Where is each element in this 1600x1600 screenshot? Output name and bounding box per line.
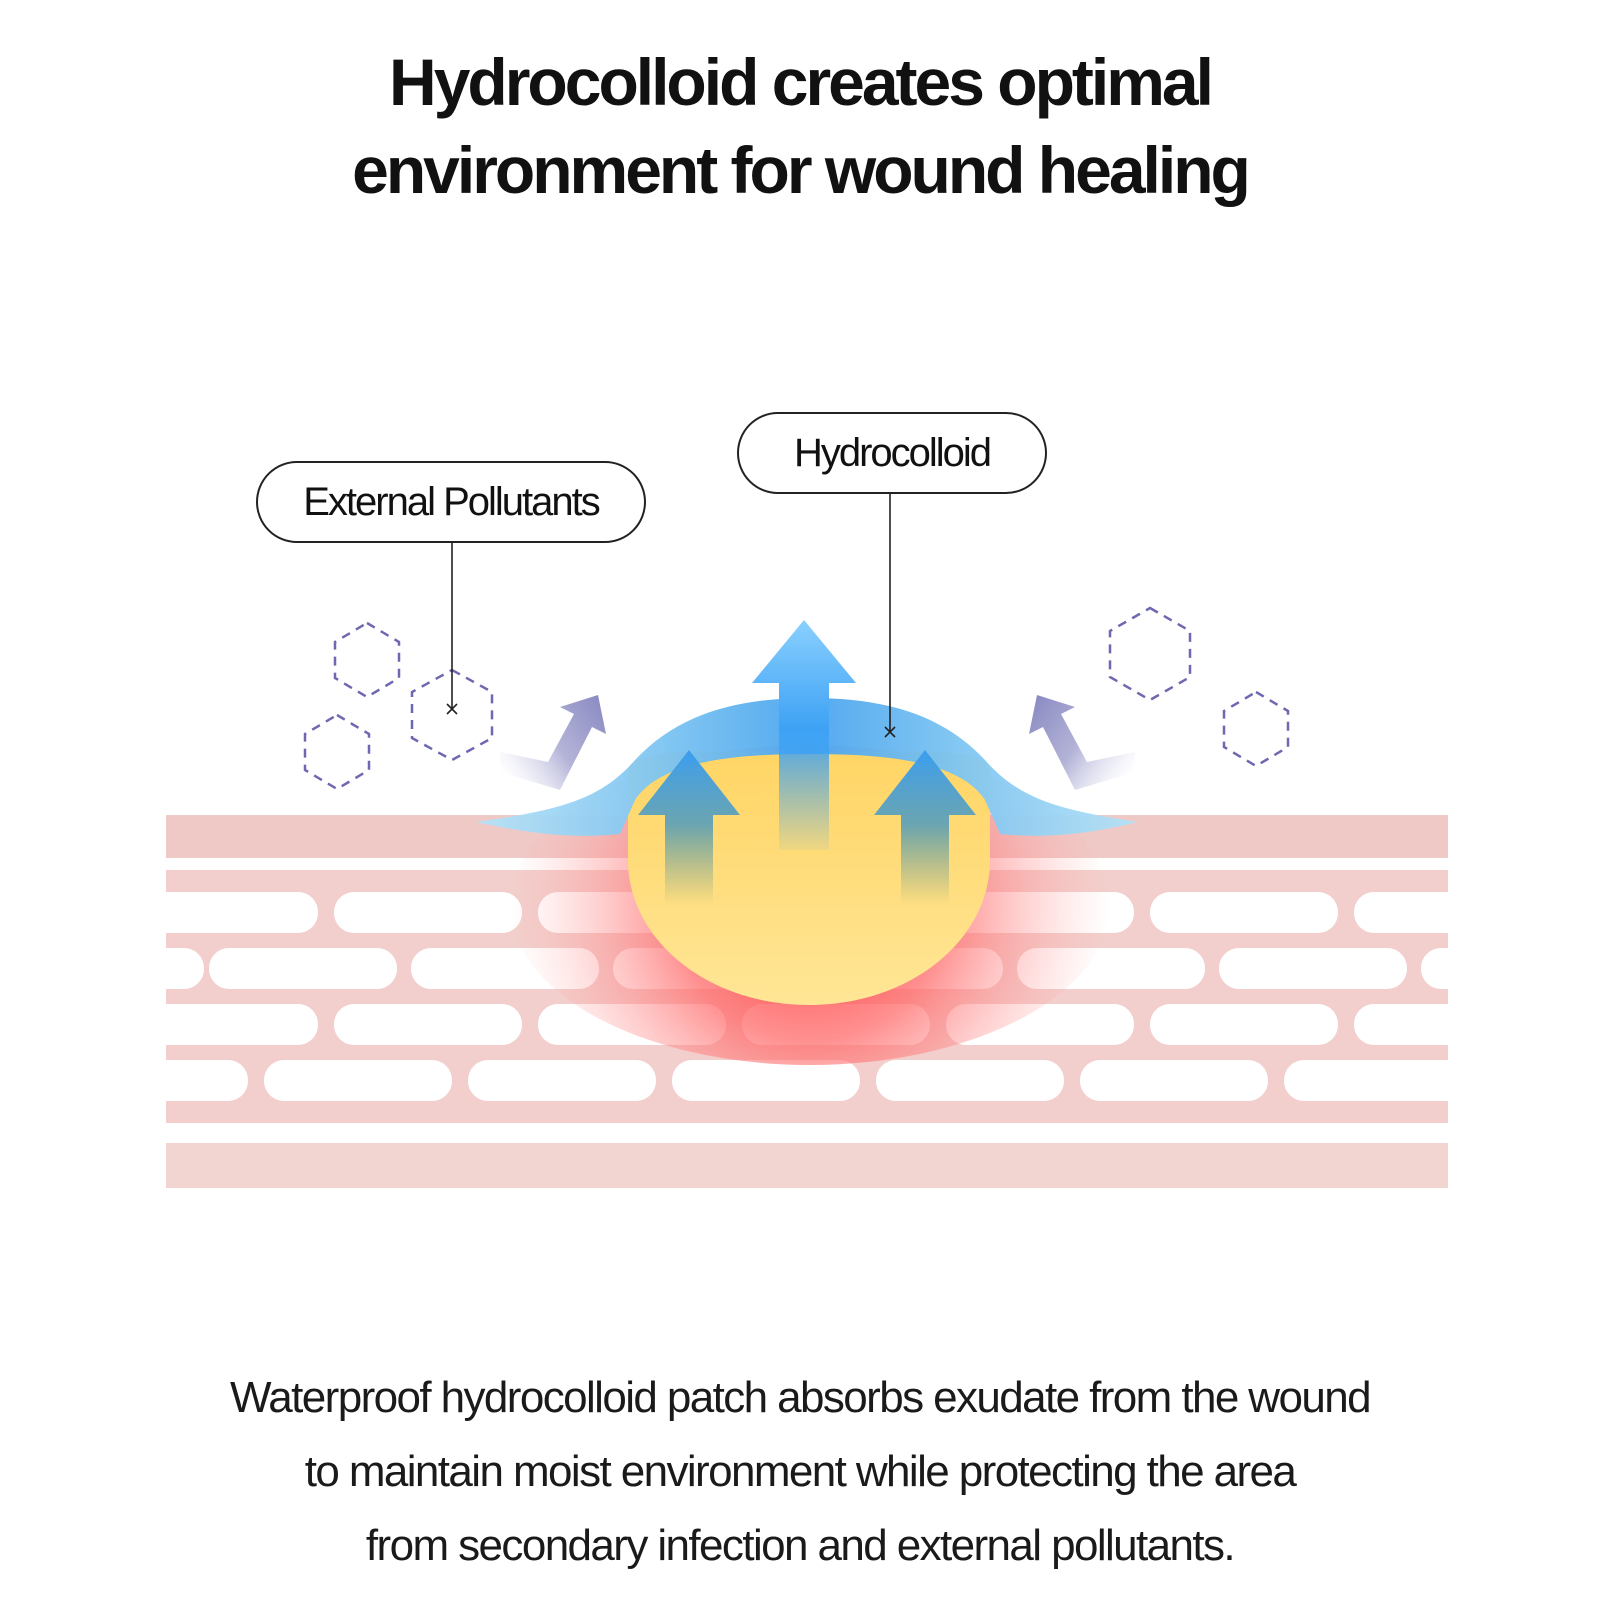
caption-line-2: to maintain moist environment while prot… — [304, 1447, 1297, 1496]
description-caption: Waterproof hydrocolloid patch absorbs ex… — [0, 1361, 1600, 1583]
external-pollutants-label: External Pollutants — [256, 461, 646, 543]
moisture-arrow-center — [752, 620, 856, 850]
absorb-arrow-left — [638, 750, 740, 905]
hydrocolloid-label: Hydrocolloid — [737, 412, 1047, 494]
page-title: Hydrocolloid creates optimal environment… — [0, 38, 1600, 214]
caption-line-3: from secondary infection and external po… — [365, 1521, 1236, 1570]
caption-line-1: Waterproof hydrocolloid patch absorbs ex… — [230, 1373, 1372, 1422]
skin-base-band — [166, 1143, 1448, 1188]
absorb-arrow-right — [874, 750, 976, 905]
pollutant-hexagon — [410, 668, 494, 762]
pollutant-hexagon — [1222, 690, 1290, 768]
pollutant-hexagon — [333, 621, 401, 699]
title-line-2: environment for wound healing — [352, 133, 1251, 207]
deflect-arrow-right — [1029, 695, 1135, 790]
deflect-arrow-left — [500, 695, 606, 790]
title-line-1: Hydrocolloid creates optimal — [389, 45, 1214, 119]
pollutants — [303, 606, 1290, 791]
pollutant-hexagon — [303, 713, 371, 791]
leader-lines — [446, 494, 896, 738]
pollutant-hexagon — [1108, 606, 1192, 702]
